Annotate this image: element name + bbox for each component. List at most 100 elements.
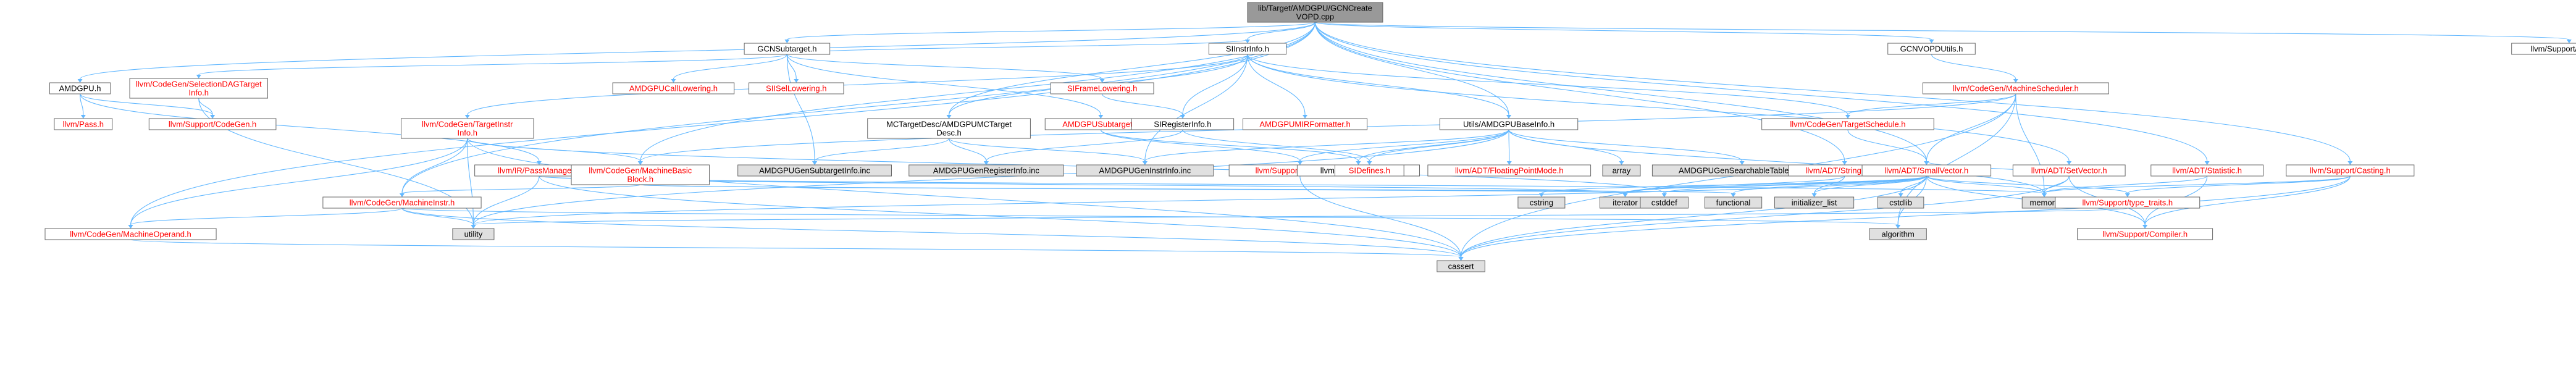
node-label: cstdlib xyxy=(1889,198,1912,208)
node-smallvector[interactable]: llvm/ADT/SmallVector.h xyxy=(1861,164,1992,177)
node-label: AMDGPU.h xyxy=(59,84,101,93)
node-gcnsubtarget[interactable]: GCNSubtarget.h xyxy=(744,43,831,55)
node-pass[interactable]: llvm/Pass.h xyxy=(54,118,113,130)
node-floatingpointmode[interactable]: llvm/ADT/FloatingPointMode.h xyxy=(1427,164,1592,177)
node-box xyxy=(1334,164,1404,177)
node-box xyxy=(1427,164,1592,177)
edge-arrowhead xyxy=(1356,161,1361,165)
node-typetraits[interactable]: llvm/Support/type_traits.h xyxy=(2055,196,2201,209)
node-box xyxy=(1640,196,1689,209)
edge-arrowhead xyxy=(946,115,952,119)
edge-arrowhead xyxy=(2347,161,2353,165)
node-label: AMDGPUGenRegisterInfo.inc xyxy=(933,166,1039,175)
node-box xyxy=(1861,164,1992,177)
node-searchable: AMDGPUGenSearchableTables.inc xyxy=(1651,164,1832,177)
edge-amdgpuh-to-supportcodegen xyxy=(80,93,213,116)
node-isellowering[interactable]: SIISelLowering.h xyxy=(749,82,844,94)
node-box xyxy=(749,82,844,94)
node-label: SIRegisterInfo.h xyxy=(1154,120,1211,129)
edge-targetinstrinfo-to-cassert xyxy=(467,138,1462,258)
node-baseinfo[interactable]: Utils/AMDGPUBaseInfo.h xyxy=(1439,118,1579,130)
edge-siinstrinfo-to-instrinfoinc xyxy=(1144,54,1248,162)
node-label: utility xyxy=(464,230,483,239)
edge-arrowhead xyxy=(2566,40,2572,43)
edge-baseinfo-to-alignment xyxy=(1299,129,1509,162)
node-sidefines[interactable]: SIDefines.h xyxy=(1334,164,1404,177)
edge-root-to-statistic xyxy=(1314,22,2208,162)
edge-arrowhead xyxy=(2066,161,2072,165)
node-framelowering[interactable]: SIFrameLowering.h xyxy=(1050,82,1154,94)
node-callowering[interactable]: AMDGPUCallLowering.h xyxy=(612,82,735,94)
edge-machineinstr-to-cassert xyxy=(401,208,1462,258)
node-label: llvm/ADT/SmallVector.h xyxy=(1884,166,1968,175)
edge-siregisterinfo-to-registerinfoinc xyxy=(986,129,1183,162)
edge-targetinstrinfo-to-machineinstr xyxy=(401,138,468,194)
edge-siinstrinfo-to-baseinfo xyxy=(1247,54,1509,116)
edge-arrowhead xyxy=(399,193,405,197)
node-targetschedule[interactable]: llvm/CodeGen/TargetSchedule.h xyxy=(1761,118,1934,130)
edge-arrowhead xyxy=(471,225,476,229)
edge-arrowhead xyxy=(1180,115,1185,119)
edge-smallvector-to-iterator xyxy=(1624,175,1927,194)
node-compiler[interactable]: llvm/Support/Compiler.h xyxy=(2077,228,2213,240)
edge-root-to-machineinstr xyxy=(401,22,1315,194)
node-machineoperand[interactable]: llvm/CodeGen/MachineOperand.h xyxy=(44,228,217,240)
edge-baseinfo-to-callingconv xyxy=(1357,129,1509,162)
edge-gcnsubtarget-to-amdgpusubtarget xyxy=(786,54,1101,116)
edge-machinescheduler-to-targetschedule xyxy=(1847,93,2016,116)
node-machinescheduler[interactable]: llvm/CodeGen/MachineScheduler.h xyxy=(1922,82,2109,94)
node-box xyxy=(2150,164,2264,177)
edge-mcdesc-to-registerinfoinc xyxy=(949,138,987,162)
node-debug[interactable]: llvm/Support/Debug.h xyxy=(2511,43,2576,55)
node-box xyxy=(1774,196,1855,209)
node-amdgpuh[interactable]: AMDGPU.h xyxy=(49,82,111,94)
edge-smallvector-to-cassert xyxy=(1461,175,1927,258)
node-gcnvopdutils[interactable]: GCNVOPDUtils.h xyxy=(1887,43,1976,55)
node-siregisterinfo[interactable]: SIRegisterInfo.h xyxy=(1131,118,1235,130)
edge-gcnsubtarget-to-subtargetinfoinc xyxy=(786,54,815,162)
edge-smallvector-to-typetraits xyxy=(1926,175,2128,194)
edge-gcnsubtarget-to-seldag xyxy=(198,54,787,75)
edge-root-to-siinstrinfo xyxy=(1247,22,1315,40)
edge-baseinfo-to-searchable xyxy=(1508,129,1743,162)
node-setvector[interactable]: llvm/ADT/SetVector.h xyxy=(2012,164,2126,177)
node-casting[interactable]: llvm/Support/Casting.h xyxy=(2286,164,2415,177)
node-label: array xyxy=(1613,166,1631,175)
edge-arrowhead xyxy=(1619,161,1624,165)
node-siinstrinfo[interactable]: SIInstrInfo.h xyxy=(1208,43,1287,55)
edge-siregisterinfo-to-sidefines xyxy=(1182,129,1370,162)
node-label: llvm/CodeGen/MachineInstr.h xyxy=(350,198,455,208)
node-supportcodegen[interactable]: llvm/Support/CodeGen.h xyxy=(148,118,277,130)
node-box xyxy=(1869,228,1927,240)
node-box xyxy=(2055,196,2201,209)
node-iterator: iterator xyxy=(1599,196,1651,209)
node-label: cassert xyxy=(1448,262,1474,271)
node-label: llvm/Pass.h xyxy=(63,120,104,129)
edge-arrowhead xyxy=(671,79,676,83)
node-label: SIInstrInfo.h xyxy=(1226,44,1269,54)
node-statistic[interactable]: llvm/ADT/Statistic.h xyxy=(2150,164,2264,177)
edge-gcnsubtarget-to-callowering xyxy=(673,54,787,80)
node-machineinstr[interactable]: llvm/CodeGen/MachineInstr.h xyxy=(322,196,482,209)
node-label: functional xyxy=(1716,198,1751,208)
node-box xyxy=(1243,118,1368,130)
edge-mbb-to-machineinstr xyxy=(401,184,641,194)
edge-casting-to-memory xyxy=(2044,175,2351,194)
edge-siinstrinfo-to-setvector xyxy=(1247,54,2070,162)
edge-gcnsubtarget-to-framelowering xyxy=(786,54,1103,80)
edge-arrowhead xyxy=(77,79,83,83)
node-box xyxy=(2077,228,2213,240)
edge-typetraits-to-utility xyxy=(472,208,2128,225)
node-box xyxy=(1208,43,1287,55)
node-mirformatter[interactable]: AMDGPUMIRFormatter.h xyxy=(1243,118,1368,130)
edge-machineinstr-to-algorithm xyxy=(401,208,1898,225)
node-cstring: cstring xyxy=(1517,196,1566,209)
node-instrinfoinc: AMDGPUGenInstrInfo.inc xyxy=(1076,164,1214,177)
edge-siinstrinfo-to-targetschedule xyxy=(1247,54,1848,116)
node-label: algorithm xyxy=(1881,230,1914,239)
